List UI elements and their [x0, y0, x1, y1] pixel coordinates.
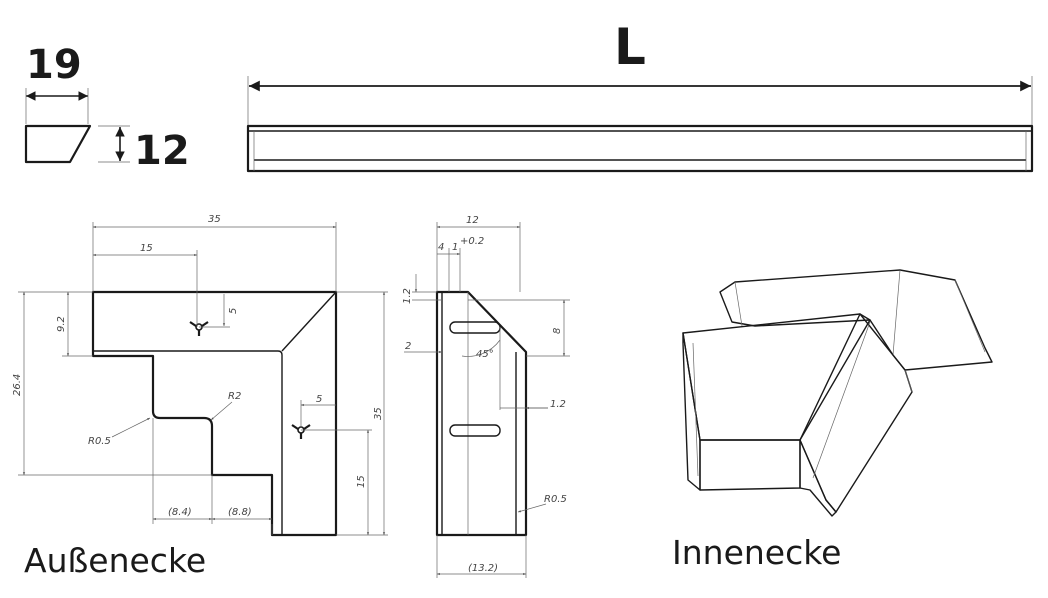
radius-r05-leader	[111, 417, 151, 438]
dim-9-2-label: 9.2	[56, 316, 67, 332]
side-radius-leader	[517, 503, 547, 513]
dim-26-4-label: 26.4	[12, 374, 23, 396]
screw-icon	[291, 424, 311, 439]
dim-8-4-label: (8.4)	[168, 507, 192, 518]
dim-13-2-label: (13.2)	[468, 563, 498, 574]
dim-5-a-label: 5	[228, 308, 239, 314]
screw-icon	[189, 321, 209, 336]
profile-cross-section: 19 12	[24, 42, 190, 174]
dim-2-label: 2	[405, 341, 411, 352]
dim-8-label: 8	[552, 328, 563, 334]
dim-12-label: 12	[466, 215, 479, 226]
dim-4-label: 4	[438, 242, 444, 253]
radius-r05-label: R0.5	[88, 436, 111, 447]
side-view-outline	[435, 290, 528, 537]
inner-corner-left-top	[682, 313, 871, 441]
dim-15-top-label: 15	[140, 243, 153, 254]
inner-corner-left-front	[699, 439, 801, 491]
inner-corner-left-side	[682, 332, 701, 491]
outer-corner-view: 35 15 5 9.2 26.4 35 5 15 R2	[12, 214, 388, 580]
dim-1-label: 1	[452, 242, 458, 253]
radius-r2-label: R2	[228, 391, 241, 402]
angle-label: 45°	[476, 349, 494, 360]
outer-corner-outline	[91, 290, 338, 537]
dim-5-b-label: 5	[316, 394, 322, 405]
outer-corner-inner-edge	[93, 350, 283, 535]
dim-15-side-label: 15	[356, 475, 367, 488]
dim-35-side-label: 35	[373, 407, 384, 420]
inner-corner-back-arm	[719, 269, 993, 371]
dim-1-2-top-label: 1.2	[402, 288, 413, 304]
outer-corner-caption: Außenecke	[24, 541, 206, 580]
strip-length-label: L	[614, 18, 646, 76]
side-view-slot-bottom	[449, 424, 501, 437]
outer-corner-miter	[281, 291, 337, 352]
strip-outline	[246, 124, 1034, 173]
side-radius-label: R0.5	[544, 494, 567, 505]
inner-corner-right-side	[799, 439, 837, 517]
dim-35-top-label: 35	[208, 214, 221, 225]
dim-8-8-label: (8.8)	[228, 507, 252, 518]
dim-1-2-right-label: 1.2	[550, 399, 566, 410]
profile-width-label: 19	[26, 42, 82, 88]
angle-arc	[461, 339, 501, 357]
inner-corner-view: Innenecke	[672, 269, 993, 572]
dim-tolerance-label: +0.2	[460, 236, 484, 247]
radius-r2-leader	[210, 401, 233, 421]
inner-corner-caption: Innenecke	[672, 533, 841, 572]
side-view-slot-top	[449, 321, 501, 334]
profile-height-label: 12	[134, 128, 190, 174]
strip-length-view: L	[246, 18, 1034, 173]
side-view: 12 4 1 +0.2 1.2 8 2 45° 1.2 R0.5	[402, 215, 570, 578]
profile-shape	[24, 124, 92, 164]
